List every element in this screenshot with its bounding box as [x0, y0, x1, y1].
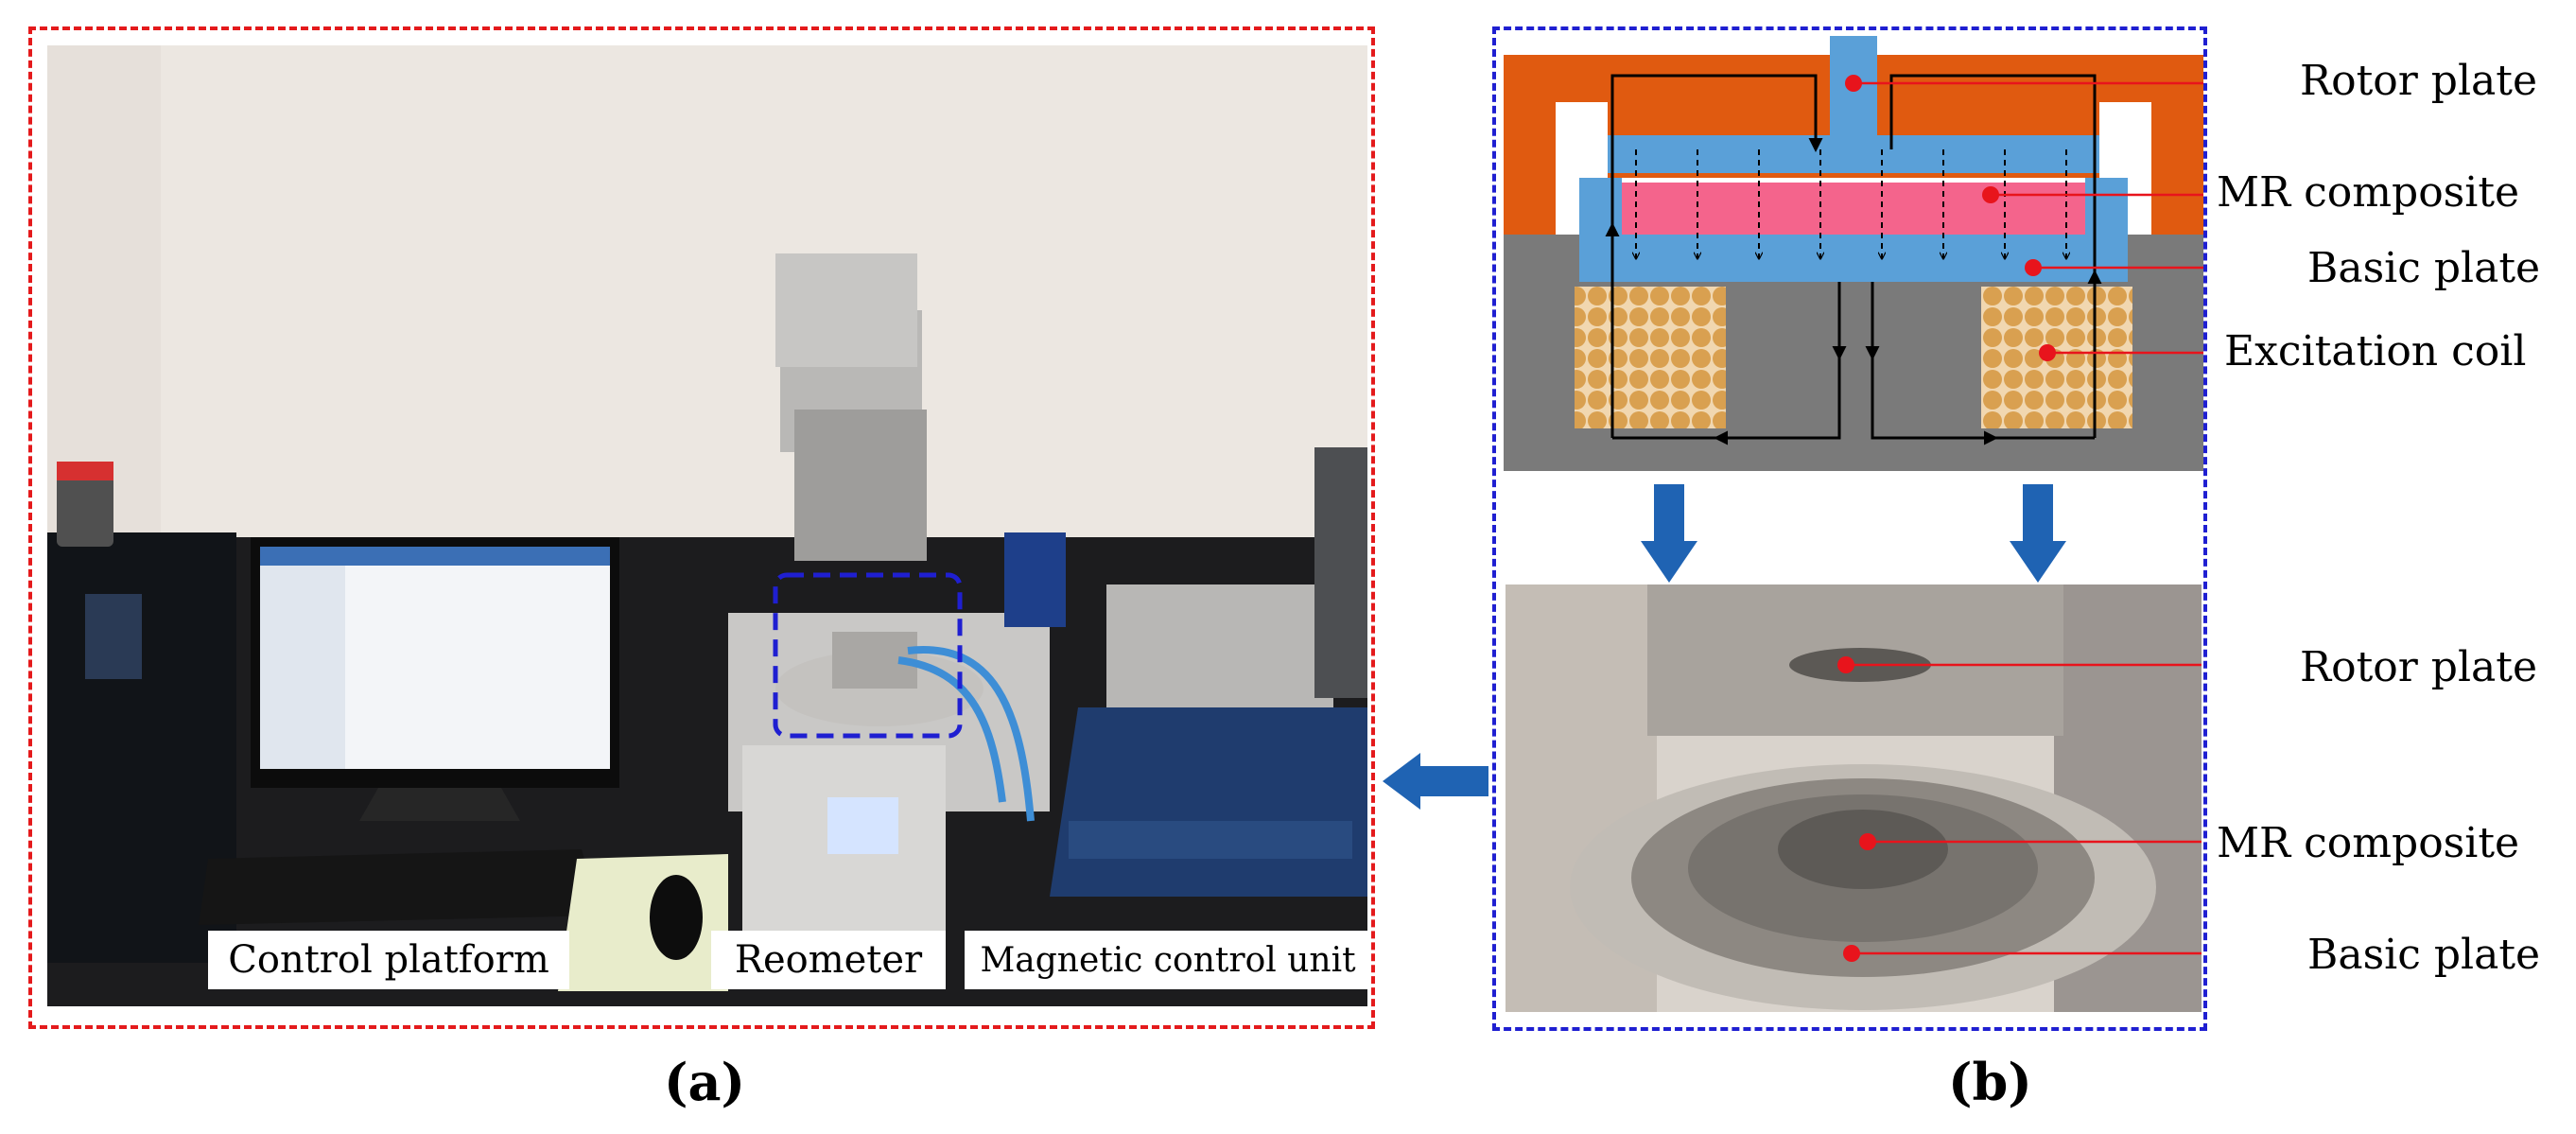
down-arrow-icon [1641, 484, 1697, 583]
left-arrow-icon [1383, 753, 1488, 810]
panel-b-letter: (b) [1948, 1052, 2032, 1112]
photo-rotor-plate-label: Rotor plate [2300, 643, 2538, 691]
plate-closeup-photo [1506, 584, 2202, 1012]
reometer-label: Reometer [711, 931, 946, 989]
control-platform-label: Control platform [208, 931, 569, 989]
panel-a-frame [28, 26, 1375, 1029]
lab-setup-illustration [47, 45, 1367, 1006]
magnetic-control-unit-label: Magnetic control unit [965, 931, 1371, 989]
magnetic-control-unit-text: Magnetic control unit [980, 940, 1356, 980]
reometer-text: Reometer [734, 938, 923, 982]
schematic-basic-plate-label: Basic plate [2307, 244, 2541, 292]
schematic-mr-composite-label: MR composite [2217, 168, 2520, 217]
photo-mr-composite-label: MR composite [2217, 819, 2520, 867]
rheometer-cross-section-diagram [1504, 36, 2203, 471]
schematic-rotor-plate-label: Rotor plate [2300, 57, 2538, 105]
panel-b-frame [1492, 26, 2207, 1031]
schematic-excitation-coil-label: Excitation coil [2224, 327, 2527, 375]
panel-a-letter: (a) [664, 1052, 746, 1112]
control-platform-text: Control platform [228, 938, 549, 982]
plate-closeup-illustration [1506, 584, 2202, 1012]
down-arrow-icon [2010, 484, 2066, 583]
lab-setup-photo [47, 45, 1367, 1006]
photo-basic-plate-label: Basic plate [2307, 931, 2541, 979]
